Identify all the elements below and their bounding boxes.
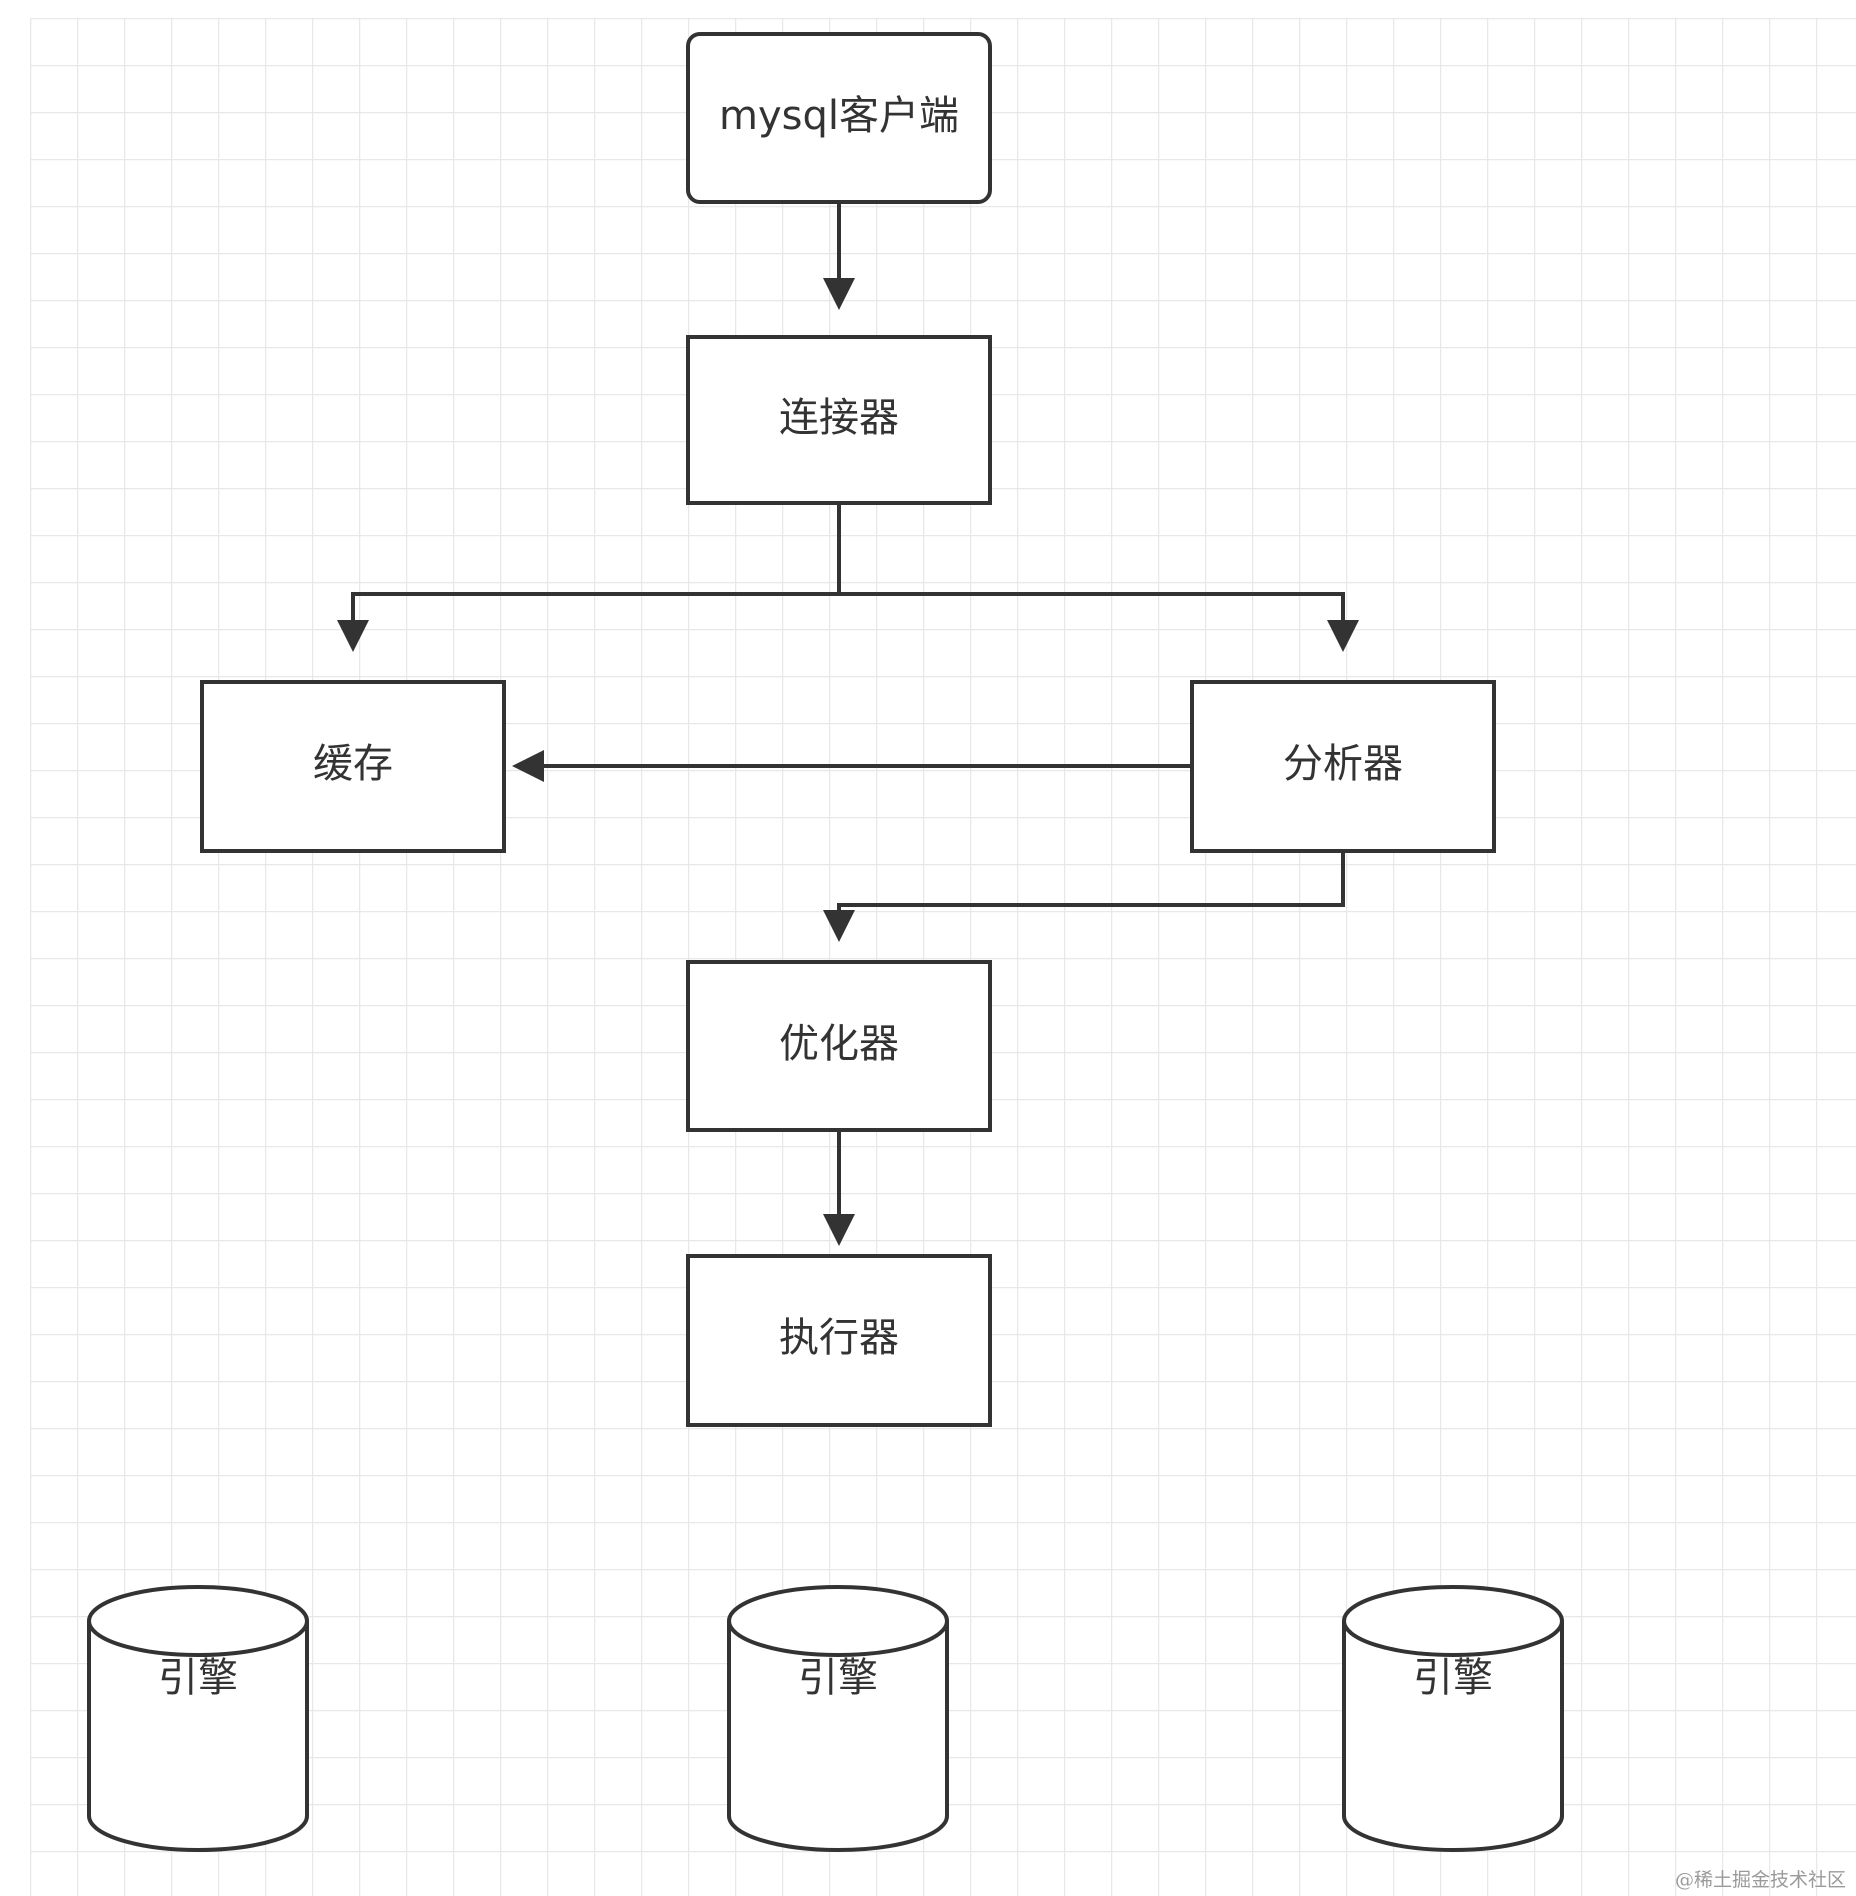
engine-1-body [87,1621,309,1852]
engine-3-label: 引擎 [1413,1655,1493,1701]
edge-connector-to-analyzer [839,592,1359,652]
connector-box [686,335,992,505]
connector-label: 连接器 [779,395,899,441]
optimizer-box [686,960,992,1132]
analyzer-box [1190,680,1496,853]
executor-box [686,1254,992,1427]
cache-label: 缓存 [313,741,393,787]
node-engine-3: 引擎 [1342,1585,1564,1852]
cache-box [200,680,506,853]
engine-1-label: 引擎 [158,1655,238,1701]
engine-3-top [1342,1585,1564,1657]
node-executor: 执行器 [686,1254,992,1427]
node-engine-2: 引擎 [727,1585,949,1852]
watermark-text: @稀土掘金技术社区 [1675,1869,1846,1891]
engine-3-body [1342,1621,1564,1852]
edge-connector-to-cache [337,504,841,652]
engine-2-body [727,1621,949,1852]
node-connector: 连接器 [686,335,992,505]
node-engine-1: 引擎 [87,1585,309,1852]
node-analyzer: 分析器 [1190,680,1496,853]
engine-2-top [727,1585,949,1657]
executor-label: 执行器 [779,1315,899,1361]
optimizer-label: 优化器 [779,1021,899,1067]
node-client: mysql客户端 [686,32,992,204]
grid-background [30,18,1856,1896]
edges [337,204,1359,1246]
node-cache: 缓存 [200,680,506,853]
client-box [686,32,992,204]
edge-analyzer-to-optimizer [823,853,1345,942]
engine-1-top [87,1585,309,1657]
client-label: mysql客户端 [719,93,959,139]
node-optimizer: 优化器 [686,960,992,1132]
engine-2-label: 引擎 [798,1655,878,1701]
analyzer-label: 分析器 [1283,741,1403,787]
